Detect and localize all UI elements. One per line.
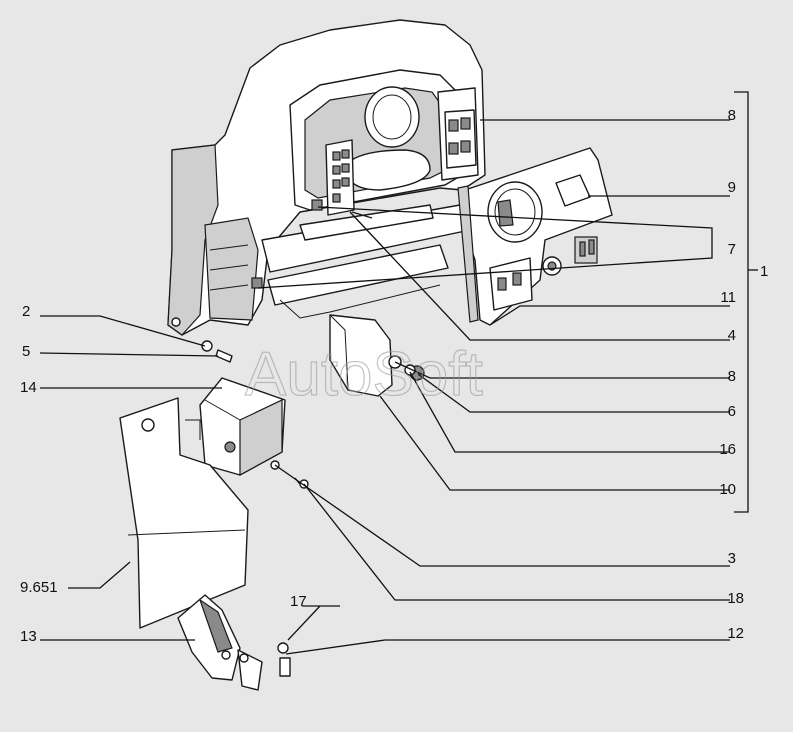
callout-4: 4	[728, 327, 736, 344]
watermark-logo: AutoSoft	[245, 340, 483, 409]
dashboard-housing	[167, 19, 486, 336]
callout-14: 14	[20, 379, 37, 396]
callout-18: 18	[727, 590, 744, 607]
callout-6: 6	[728, 403, 736, 420]
instrument-panel	[457, 147, 613, 326]
callout-9: 9	[728, 179, 736, 196]
callout-10: 10	[719, 481, 736, 498]
lower-panel	[119, 397, 249, 629]
callout-17: 17	[290, 593, 307, 610]
callout-11: 11	[720, 289, 736, 306]
callout-8-top: 8	[728, 107, 736, 124]
steering-bracket	[177, 594, 263, 691]
callout-5: 5	[22, 343, 30, 360]
callout-7: 7	[728, 241, 736, 258]
callout-16: 16	[719, 441, 736, 458]
callout-1: 1	[760, 263, 768, 280]
callout-12: 12	[727, 625, 744, 642]
callout-3: 3	[728, 550, 736, 567]
callout-8-bottom: 8	[728, 368, 736, 385]
callout-labels: 8 9 7 11 4 8 6 16 10 3 18 12 1 2 5 14 9.…	[20, 107, 768, 645]
callout-2: 2	[22, 303, 30, 320]
leader-lines	[39, 91, 758, 655]
callout-13: 13	[20, 628, 37, 645]
hardware	[201, 211, 373, 677]
callout-9651: 9.651	[20, 579, 58, 596]
